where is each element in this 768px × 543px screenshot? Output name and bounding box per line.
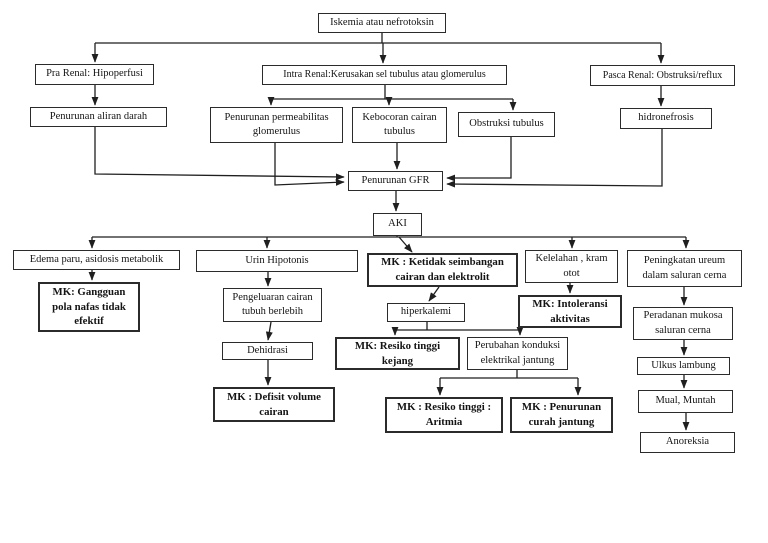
node-perubahan-konduksi: Perubahan konduksi elektrikal jantung	[467, 337, 568, 370]
node-mk-resiko-aritmia: MK : Resiko tinggi : Aritmia	[385, 397, 503, 433]
edge-hidronefrosis-gfr	[446, 129, 663, 188]
edge-obstruksi-gfr	[446, 137, 512, 182]
node-kelelahan-kram: Kelelahan , kram otot	[525, 250, 618, 283]
edge-pengeluaran-dehidrasi	[265, 321, 273, 341]
node-peradanan-mukosa: Peradanan mukosa saluran cerna	[633, 307, 733, 340]
node-obstruksi-tubulus: Obstruksi tubulus	[458, 112, 555, 137]
edge-iskemia-trunk	[95, 33, 661, 44]
node-urin-hipotonis: Urin Hipotonis	[196, 250, 358, 272]
node-hiperkalemi: hiperkalemi	[387, 303, 465, 322]
edge-konduksi-trunk	[440, 370, 578, 379]
node-pengeluaran-cairan: Pengeluaran cairan tubuh berlebih	[223, 288, 322, 322]
node-mk-gangguan-pola-nafas: MK: Gangguan pola nafas tidak efektif	[38, 282, 140, 332]
node-penurunan-gfr: Penurunan GFR	[348, 171, 443, 191]
edge-aki-ketidakseimbangan	[398, 236, 413, 253]
node-penurunan-aliran-darah: Penurunan aliran darah	[30, 107, 167, 127]
node-mk-resiko-kejang: MK: Resiko tinggi kejang	[335, 337, 460, 370]
node-mual-muntah: Mual, Muntah	[638, 390, 733, 413]
node-hidronefrosis: hidronefrosis	[620, 108, 712, 129]
node-pasca-renal: Pasca Renal: Obstruksi/reflux	[590, 65, 735, 86]
node-kebocoran-cairan: Kebocoran cairan tubulus	[352, 107, 447, 143]
node-dehidrasi: Dehidrasi	[222, 342, 313, 360]
edge-permeabilitas-gfr	[274, 143, 345, 186]
node-mk-defisit-volume: MK : Defisit volume cairan	[213, 387, 335, 422]
edge-hiperkalemi-trunk	[395, 322, 520, 331]
node-mk-penurunan-curah: MK : Penurunan curah jantung	[510, 397, 613, 433]
node-pra-renal: Pra Renal: Hipoperfusi	[35, 64, 154, 85]
edge-intrarenal-trunk	[271, 85, 513, 100]
edge-aliran-gfr	[94, 127, 345, 181]
edge-ketidakseimbangan-hiperkalemi	[428, 286, 440, 302]
node-mk-ketidakseimbangan: MK : Ketidak seimbangan cairan dan elekt…	[367, 253, 518, 287]
node-intra-renal: Intra Renal:Kerusakan sel tubulus atau g…	[262, 65, 507, 85]
node-edema-paru: Edema paru, asidosis metabolik	[13, 250, 180, 270]
node-iskemia: Iskemia atau nefrotoksin	[318, 13, 446, 33]
node-aki: AKI	[373, 213, 422, 236]
node-ulkus-lambung: Ulkus lambung	[637, 357, 730, 375]
node-mk-intoleransi: MK: Intoleransi aktivitas	[518, 295, 622, 328]
node-anoreksia: Anoreksia	[640, 432, 735, 453]
edge-aki-trunk	[92, 236, 686, 238]
node-peningkatan-ureum: Peningkatan ureum dalam saluran cerna	[627, 250, 742, 287]
node-penurunan-permeabilitas: Penurunan permeabilitas glomerulus	[210, 107, 343, 143]
